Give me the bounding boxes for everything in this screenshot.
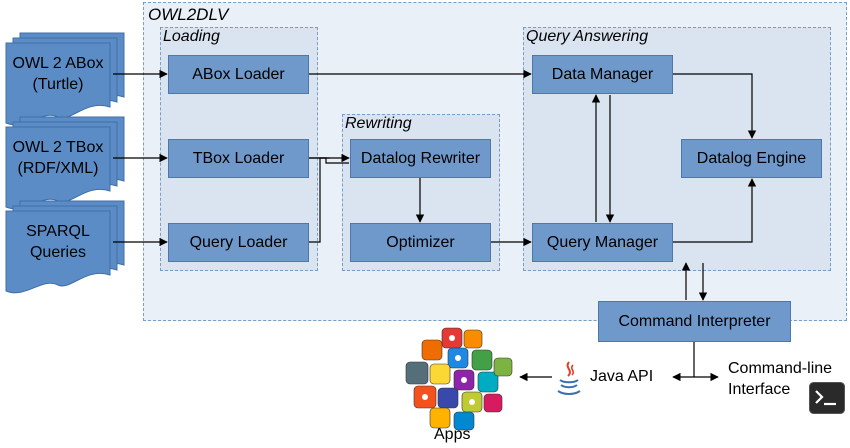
input-sparql-label: SPARQL Queries bbox=[26, 223, 90, 261]
tbox-loader-box: TBox Loader bbox=[168, 139, 309, 178]
datalog-engine-box: Datalog Engine bbox=[681, 139, 822, 178]
java-api-label: Java API bbox=[590, 368, 654, 385]
input-abox-label: OWL 2 ABox (Turtle) bbox=[12, 55, 104, 93]
apps-cluster-icon bbox=[405, 327, 513, 431]
input-tbox-label: OWL 2 TBox (RDF/XML) bbox=[12, 139, 104, 177]
query-loader-box: Query Loader bbox=[168, 223, 309, 262]
terminal-icon bbox=[809, 382, 845, 414]
group-loading-label: Loading bbox=[163, 28, 220, 45]
optimizer-box: Optimizer bbox=[350, 223, 491, 262]
java-icon bbox=[557, 361, 581, 395]
data-manager-box: Data Manager bbox=[532, 55, 673, 94]
group-rewriting-label: Rewriting bbox=[345, 115, 412, 132]
datalog-rewriter-box: Datalog Rewriter bbox=[350, 139, 491, 178]
abox-loader-box: ABox Loader bbox=[168, 55, 309, 94]
system-title: OWL2DLV bbox=[148, 5, 229, 24]
apps-label: Apps bbox=[434, 426, 471, 443]
command-interpreter-box: Command Interpreter bbox=[598, 301, 791, 342]
cli-label: Command-line Interface bbox=[728, 360, 833, 398]
group-query-answering-label: Query Answering bbox=[526, 28, 649, 45]
query-manager-box: Query Manager bbox=[532, 223, 673, 262]
